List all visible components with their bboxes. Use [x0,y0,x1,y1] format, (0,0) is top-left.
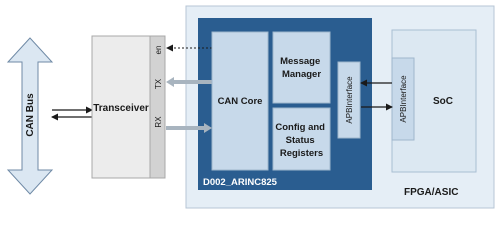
config-status-registers-block [272,107,331,171]
can-core-label: CAN Core [218,96,263,107]
config-registers-line-3: Registers [280,148,323,159]
config-registers-label: Config and Status Registers [275,122,327,159]
pin-tx-label: TX [154,78,163,89]
can-core-block [211,31,269,171]
fpga-asic-label: FPGA/ASIC [404,187,458,198]
can-bus-arrow: CAN Bus [6,37,54,195]
message-manager-label: Message Manager [280,56,323,80]
pin-en-label: en [154,46,163,55]
rx-signal-arrow [166,123,212,133]
core-apb-interface-block [337,61,361,139]
soc-label: SoC [433,96,453,107]
message-manager-line-1: Message [280,56,320,67]
block-diagram: FPGA/ASIC CAN Bus Transceiver en TX RX D… [6,5,495,209]
transceiver-label: Transceiver [93,103,149,114]
transceiver-block: Transceiver en TX RX [91,35,166,179]
core-apb-interface-label: APBInterface [345,76,354,124]
soc-apb-interface-block [391,57,415,141]
can-bus-label: CAN Bus [25,93,36,137]
core-block-name: D002_ARINC825 [203,177,278,188]
config-registers-line-2: Status [286,135,315,146]
message-manager-line-2: Manager [282,69,321,80]
tx-signal-arrow [166,77,212,87]
transceiver-pin-strip [149,35,166,179]
config-registers-line-1: Config and [275,122,325,133]
soc-apb-interface-label: APBInterface [399,75,408,123]
message-manager-block [272,31,331,104]
pin-rx-label: RX [154,116,163,128]
